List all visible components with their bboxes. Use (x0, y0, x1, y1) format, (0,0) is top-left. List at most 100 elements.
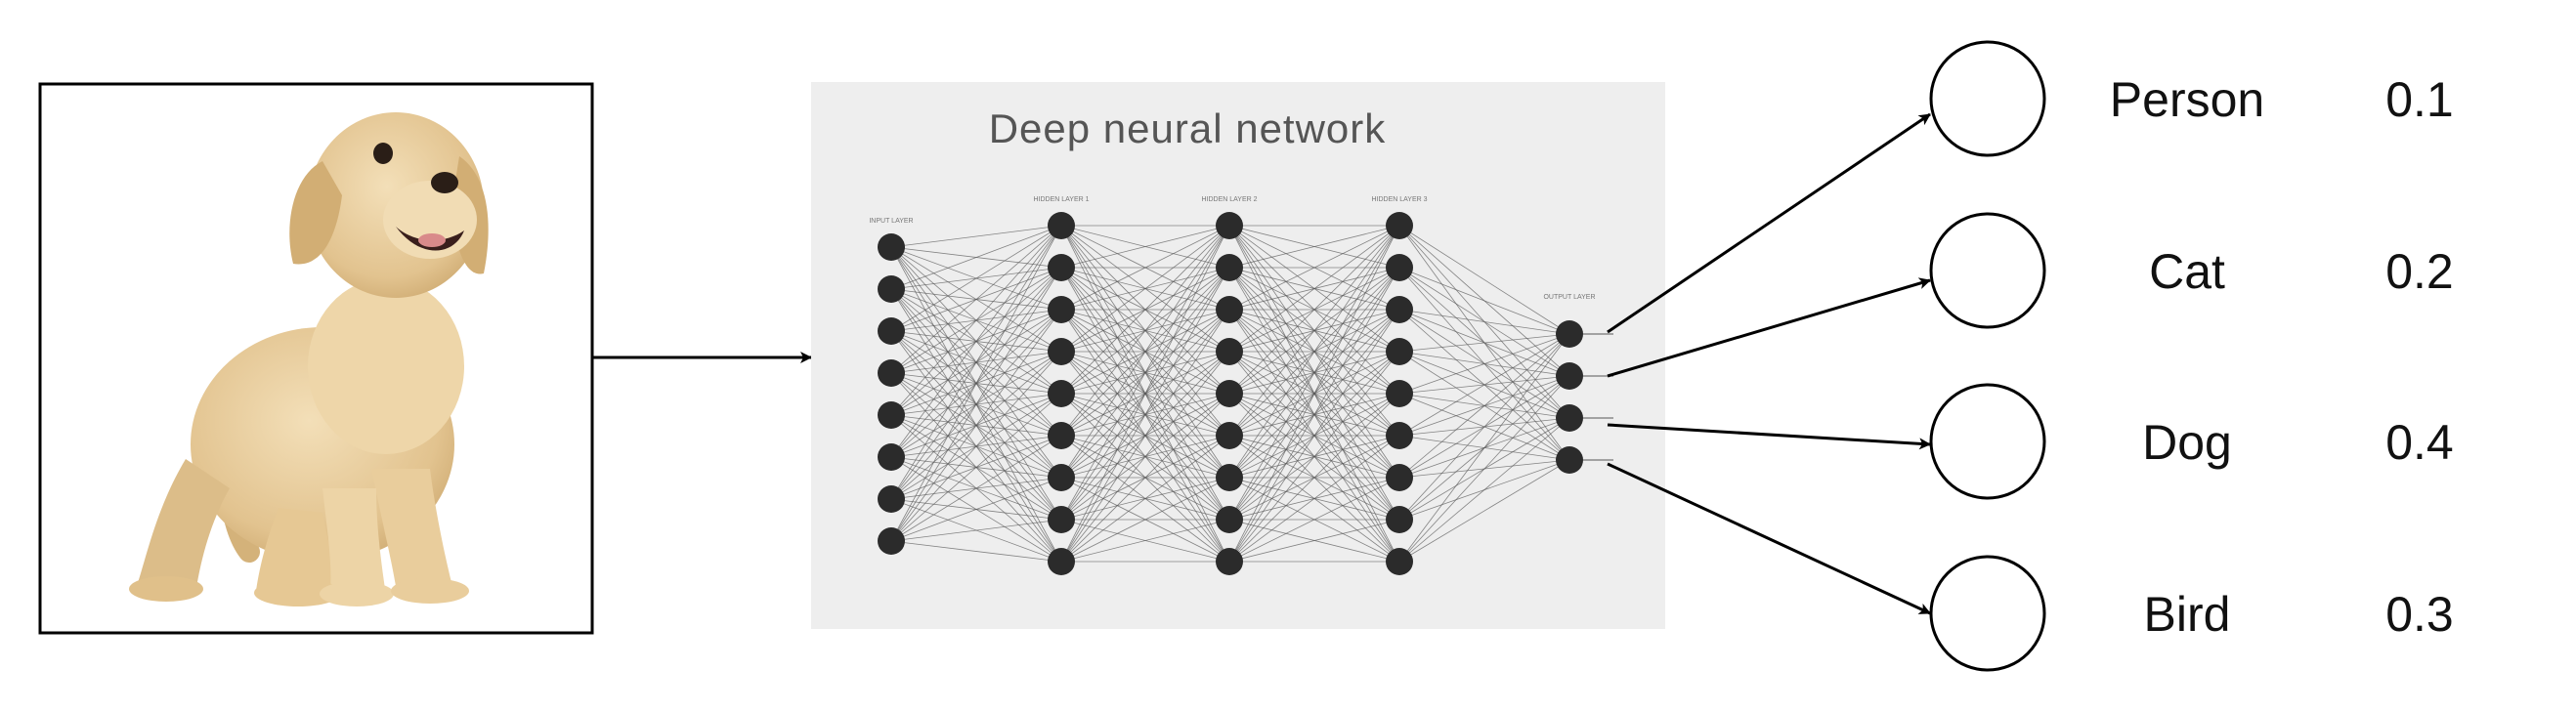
network-edge (890, 225, 1062, 332)
layer-caption: OUTPUT LAYER (1543, 294, 1595, 301)
prob-value-dog: 0.4 (2385, 415, 2454, 470)
network-node (1386, 548, 1413, 575)
network-node (1048, 296, 1075, 323)
network-edge (1060, 267, 1230, 563)
network-node (1216, 422, 1243, 449)
network-edge (890, 540, 1062, 563)
network-edge (1228, 225, 1400, 353)
network-node (1216, 212, 1243, 239)
prob-value-person: 0.1 (2385, 72, 2454, 127)
class-label-dog: Dog (2142, 415, 2232, 470)
network-edge (1060, 225, 1230, 311)
network-nodes (878, 212, 1583, 575)
network-edge (1228, 225, 1400, 479)
network-edge (1060, 309, 1230, 563)
output-node-cat (1929, 212, 2046, 329)
output-classes: Person 0.1 Cat 0.2 Dog 0.4 Bird 0.3 (1929, 40, 2454, 672)
layer-caption: HIDDEN LAYER 2 (1201, 196, 1257, 203)
network-node (1048, 212, 1075, 239)
network-edge (890, 267, 1062, 542)
output-row-bird: Bird 0.3 (1929, 555, 2454, 672)
class-label-cat: Cat (2149, 244, 2225, 299)
network-edge (1228, 225, 1400, 563)
network-node (1556, 362, 1583, 390)
network-node (878, 317, 905, 345)
network-edge (1398, 417, 1570, 563)
network-edge (890, 225, 1062, 416)
network-node (1048, 464, 1075, 491)
network-node (1048, 380, 1075, 407)
network-node (878, 275, 905, 303)
network-edge (1398, 267, 1570, 335)
network-node (1386, 296, 1413, 323)
network-edge (1228, 519, 1400, 563)
network-edge (1060, 225, 1230, 395)
network-node (1216, 380, 1243, 407)
network-edge (1398, 459, 1570, 563)
network-node (878, 233, 905, 261)
network-edge (1228, 477, 1400, 563)
network-edge (1060, 225, 1230, 563)
output-node-bird (1929, 555, 2046, 672)
network-node (1386, 464, 1413, 491)
network-edge (1060, 225, 1230, 437)
input-image (38, 82, 594, 635)
network-node (1216, 506, 1243, 533)
network-node (878, 359, 905, 387)
network-node (1556, 446, 1583, 474)
network-node (1556, 320, 1583, 348)
network-node (1386, 212, 1413, 239)
network-edge (1228, 351, 1400, 563)
network-node (878, 443, 905, 471)
network-edge (1060, 225, 1230, 479)
network-edges (890, 225, 1613, 563)
network-edge (1228, 225, 1400, 311)
network-edge (890, 477, 1062, 542)
layer-caption: HIDDEN LAYER 1 (1033, 196, 1089, 203)
network-node (1048, 548, 1075, 575)
class-label-person: Person (2110, 72, 2264, 127)
network-edge (1060, 225, 1230, 269)
network-edge (1398, 375, 1570, 563)
network-node (1216, 338, 1243, 365)
network-edge (890, 225, 1062, 374)
network-node (878, 401, 905, 429)
network-node (1386, 506, 1413, 533)
network-node (1048, 422, 1075, 449)
prob-value-cat: 0.2 (2385, 244, 2454, 299)
output-arrow-cat (1607, 277, 1931, 378)
network-node (1386, 422, 1413, 449)
network-edge (1398, 333, 1570, 563)
output-node-dog (1929, 383, 2046, 500)
puppy-illustration (129, 112, 489, 606)
network-edge (890, 435, 1062, 542)
network-edge (1398, 333, 1570, 521)
network-edge (1398, 309, 1570, 335)
network-edge (890, 225, 1062, 458)
output-arrow-dog (1607, 423, 1931, 450)
network-edge (1060, 225, 1230, 521)
network-node (1216, 296, 1243, 323)
network-edge (1398, 333, 1570, 437)
network-node (1048, 338, 1075, 365)
network-panel: Deep neural network INPUT LAYER HIDDEN LA… (811, 82, 1665, 629)
network-edge (1228, 225, 1400, 269)
network-node (1386, 338, 1413, 365)
network-edge (1228, 225, 1400, 437)
network-edge (890, 225, 1062, 500)
network-edge (1398, 225, 1570, 335)
network-node (1216, 548, 1243, 575)
layer-caption: INPUT LAYER (869, 218, 913, 225)
output-row-dog: Dog 0.4 (1929, 383, 2454, 500)
network-edge (890, 393, 1062, 542)
network-edge (1228, 225, 1400, 521)
network-node (878, 527, 905, 555)
network-edge (1228, 309, 1400, 563)
output-row-person: Person 0.1 (1929, 40, 2454, 157)
network-edge (1398, 333, 1570, 395)
network-node (1048, 254, 1075, 281)
network-edge (1228, 267, 1400, 563)
network-title: Deep neural network (989, 105, 1387, 151)
